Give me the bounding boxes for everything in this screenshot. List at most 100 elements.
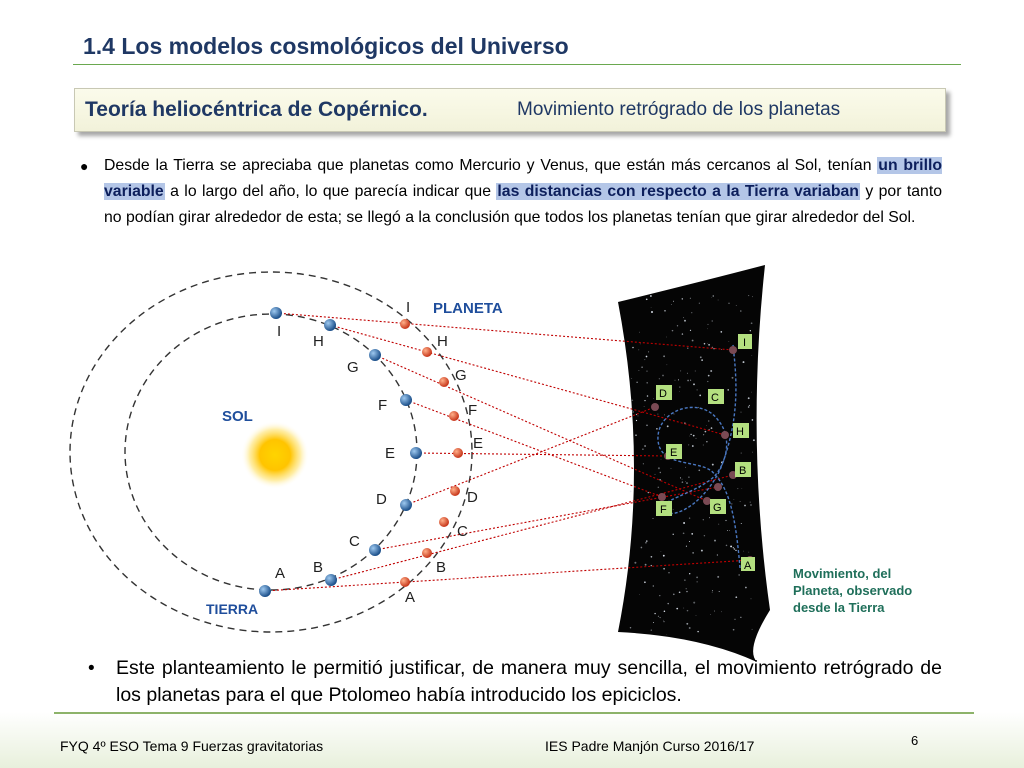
star xyxy=(751,628,753,630)
star xyxy=(646,370,648,372)
star xyxy=(703,434,705,436)
star xyxy=(731,376,734,379)
sight-lines xyxy=(264,312,751,592)
star xyxy=(693,601,696,604)
star xyxy=(668,572,670,574)
star xyxy=(707,380,709,383)
star xyxy=(646,540,648,542)
caption-line-1: Movimiento, del xyxy=(793,566,892,581)
star xyxy=(697,630,699,633)
star xyxy=(651,311,653,313)
planet-points xyxy=(400,319,463,587)
star xyxy=(709,517,711,519)
star xyxy=(642,448,644,451)
star xyxy=(708,343,711,346)
star xyxy=(643,406,645,407)
earth-label: TIERRA xyxy=(206,601,258,617)
star xyxy=(740,452,742,454)
star xyxy=(676,607,679,610)
star xyxy=(682,532,685,535)
star xyxy=(678,591,681,594)
star xyxy=(650,295,652,297)
star xyxy=(738,574,740,576)
star xyxy=(660,458,662,460)
star xyxy=(646,395,649,397)
star xyxy=(647,491,649,494)
star xyxy=(751,355,753,356)
star xyxy=(681,298,684,300)
star xyxy=(692,434,695,437)
star xyxy=(713,348,715,350)
sky-tag-h: H xyxy=(733,423,749,438)
star xyxy=(711,320,713,322)
star xyxy=(629,490,632,493)
bullet-paragraph-2: Este planteamiento le permitió justifica… xyxy=(116,657,942,706)
star xyxy=(695,615,697,617)
star xyxy=(739,501,741,502)
sky-label-c: C xyxy=(711,392,719,404)
star xyxy=(650,555,653,558)
planet-label-c: C xyxy=(457,523,468,540)
star xyxy=(699,356,702,359)
star xyxy=(657,486,660,489)
star xyxy=(752,296,753,298)
star xyxy=(674,379,676,381)
star xyxy=(692,552,694,554)
earth-label-h: H xyxy=(313,333,324,350)
star xyxy=(672,533,674,535)
sun xyxy=(241,421,309,489)
star xyxy=(686,609,689,612)
planet-point-b xyxy=(422,548,432,558)
star xyxy=(685,545,687,547)
star xyxy=(735,305,737,306)
star xyxy=(740,522,742,525)
star xyxy=(690,433,692,436)
earth-label-b: B xyxy=(313,559,323,576)
sky-point-h xyxy=(721,431,729,439)
star xyxy=(687,347,689,349)
star xyxy=(688,517,691,519)
star xyxy=(663,355,665,358)
star xyxy=(741,487,743,489)
page-number: 6 xyxy=(911,733,919,748)
star xyxy=(752,439,755,442)
star xyxy=(748,404,751,407)
planet-point-g xyxy=(439,377,449,387)
planet-point-i xyxy=(400,319,410,329)
star xyxy=(684,579,686,581)
star xyxy=(683,317,685,319)
star xyxy=(645,541,647,544)
star xyxy=(662,374,664,377)
star xyxy=(645,355,648,358)
planet-label-e: E xyxy=(473,435,483,452)
star xyxy=(680,370,682,372)
star xyxy=(631,399,634,402)
star xyxy=(691,533,694,535)
star xyxy=(688,476,690,478)
earth-point-labels: A B C D E F G H I xyxy=(275,323,395,582)
planet-point-a xyxy=(400,577,410,587)
star xyxy=(635,434,637,436)
star xyxy=(663,414,666,416)
star xyxy=(654,612,656,615)
planet-point-f xyxy=(449,411,459,421)
star xyxy=(684,319,686,322)
star xyxy=(666,425,669,428)
sky-tag-f: F xyxy=(656,501,672,516)
bullet-dot-icon: ● xyxy=(80,158,89,174)
star xyxy=(735,596,738,599)
title-divider xyxy=(73,64,961,65)
planet-label-d: D xyxy=(467,489,478,506)
star xyxy=(702,519,704,521)
star xyxy=(632,411,634,413)
star xyxy=(687,379,689,382)
star xyxy=(679,477,682,479)
star xyxy=(733,548,736,550)
star xyxy=(639,331,640,333)
star xyxy=(688,627,691,629)
star xyxy=(662,554,665,557)
star xyxy=(663,610,666,613)
star xyxy=(659,479,661,481)
sky-label-d: D xyxy=(659,388,667,400)
star xyxy=(660,551,662,552)
